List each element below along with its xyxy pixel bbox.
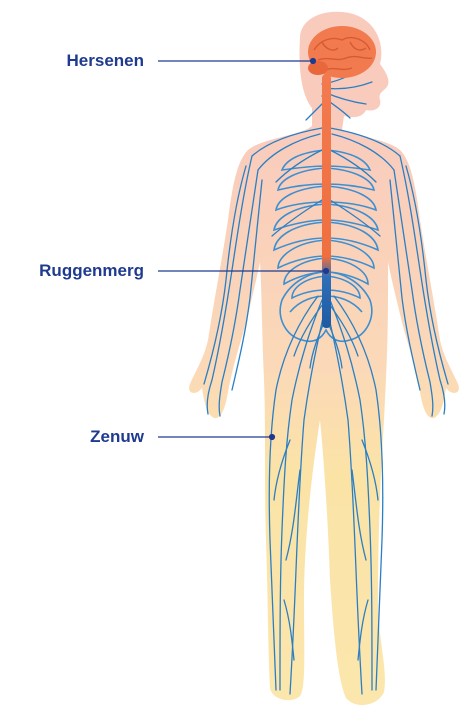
brain-label: Hersenen (4, 51, 144, 71)
brain-leader-dot (311, 59, 316, 64)
spinal-cord-leader-dot (324, 269, 329, 274)
brain (308, 26, 376, 78)
spinal-cord (322, 74, 331, 328)
nerve-leader-dot (270, 435, 275, 440)
nerve-label: Zenuw (4, 427, 144, 447)
spinal-cord-label: Ruggenmerg (4, 261, 144, 281)
